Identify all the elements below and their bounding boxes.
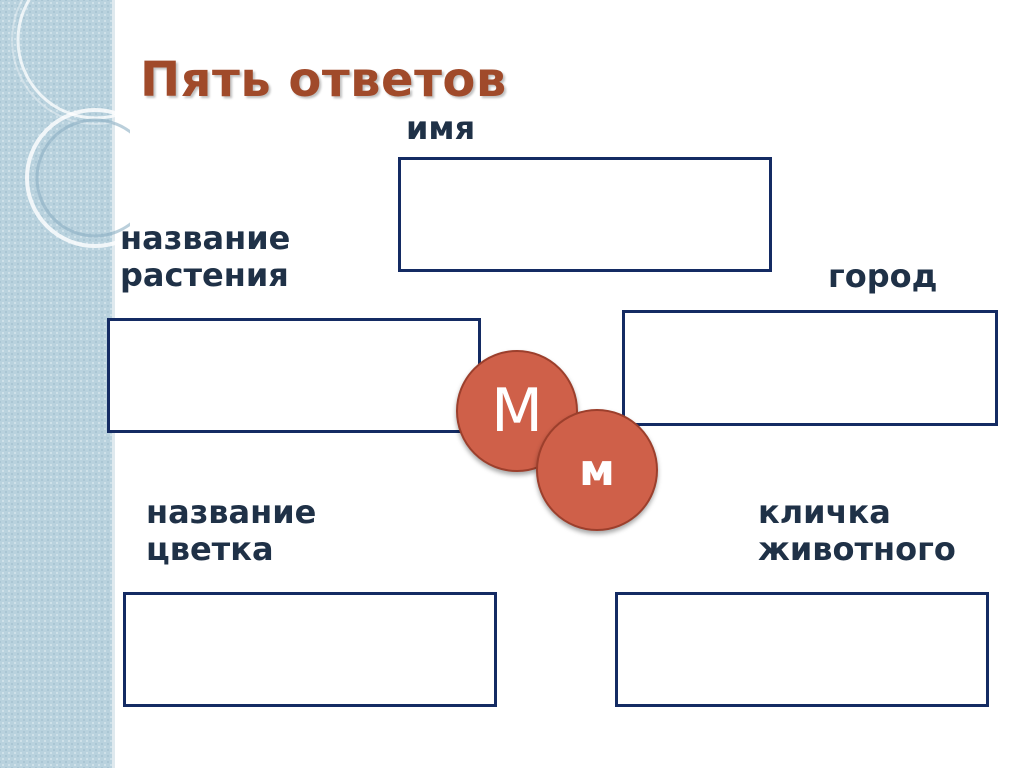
label-pet: кличка животного — [758, 494, 956, 568]
label-plant-line-1: название — [120, 219, 291, 257]
answer-box-plant[interactable] — [107, 318, 481, 433]
answer-box-city[interactable] — [622, 310, 998, 426]
slide-title: Пять ответов — [140, 52, 507, 108]
label-flower-line-1: название — [146, 493, 317, 531]
answer-box-name[interactable] — [398, 157, 772, 272]
label-city: город — [828, 257, 938, 295]
letter-circle-lowercase: м — [536, 409, 658, 531]
label-name: имя — [406, 109, 476, 147]
answer-box-flower[interactable] — [123, 592, 497, 707]
answer-box-pet[interactable] — [615, 592, 989, 707]
label-pet-line-2: животного — [758, 529, 956, 568]
decorative-rings — [11, 0, 130, 248]
label-flower-line-2: цветка — [146, 529, 274, 568]
decorative-side-band — [0, 0, 112, 768]
label-pet-line-1: кличка — [758, 493, 891, 531]
label-flower: название цветка — [146, 494, 316, 568]
label-plant-line-2: растения — [120, 255, 289, 294]
label-plant: название растения — [120, 220, 290, 294]
